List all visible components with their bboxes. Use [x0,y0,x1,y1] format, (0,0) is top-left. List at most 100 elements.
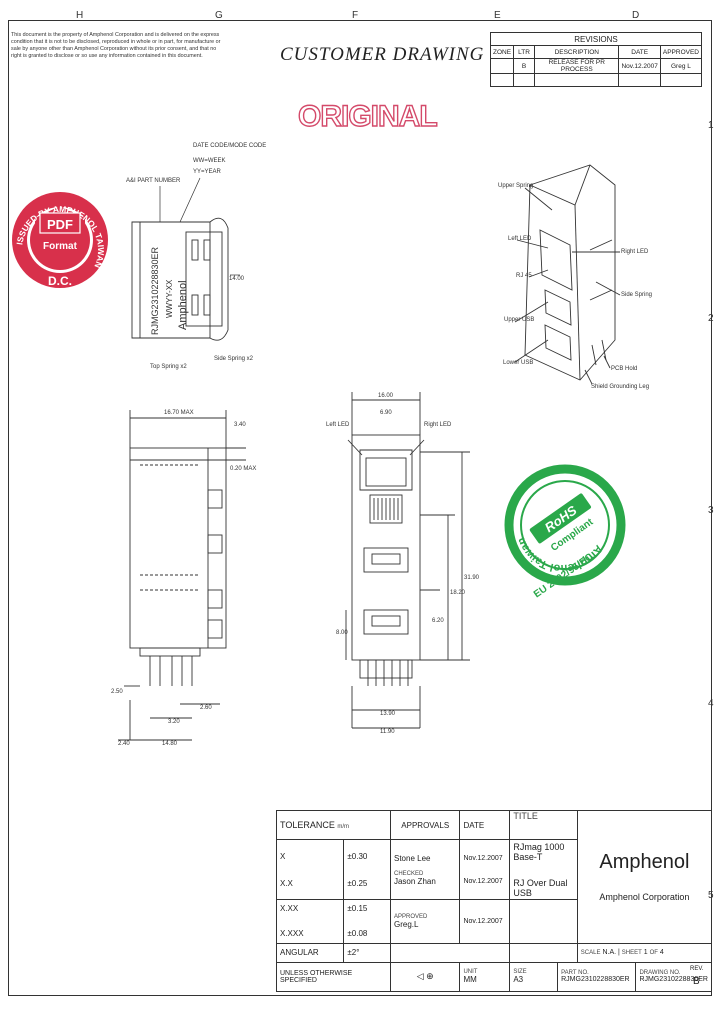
company-logo: Amphenol [599,851,690,874]
dim-pin-width: 13.90 [380,711,396,717]
drawing-no-label: DRAWING NO. [639,970,681,977]
zone-3: 3 [708,505,714,516]
tol-angular-value: ±2° [343,942,391,963]
scale-sheet-cell: SCALE N.A. | SHEET 1 OF 4 [576,942,713,963]
dim-pin-row: 3.20 [168,719,180,725]
unit-value: MM [463,975,477,985]
callout-right-led-front: Right LED [424,422,452,428]
rev-row-date: Nov.12.2007 [618,58,661,74]
rev-label: REV. [690,966,704,972]
callout-side-spring: Side Spring x2 [214,356,254,362]
dim-usb-height: 6.20 [432,618,444,624]
callout-yy: YY=YEAR [193,169,221,175]
dim-led-spacing: 6.90 [380,410,392,416]
callout-left-led: Left LED [508,236,532,242]
callout-upper-spring: Upper Spring [498,183,534,189]
isometric-view [514,164,621,385]
label-part-number: RJMG2310228830ER [150,246,160,335]
zone-h: H [76,10,84,21]
tolerance-unit: m/m [337,824,350,831]
sheet-label: SHEET [621,950,642,957]
title-line-2: RJ Over Dual USB [513,877,568,898]
title-label: TITLE [509,809,578,841]
tol-xxxx-label: X.XXX [280,929,304,939]
unit-label: UNIT [463,969,478,976]
tolerance-label: TOLERANCE [280,820,335,831]
approved-label: APPROVED [393,913,428,920]
callout-date-code: DATE CODE/MODE CODE [193,143,267,149]
side-view [118,410,246,741]
title-block: TOLERANCE m/m APPROVALS DATE TITLE Amphe… [275,809,713,993]
rohs-stamp: Amphenol Taiwan RoHS Compliant EU 2002/9… [504,464,626,600]
tol-xx-value: ±0.25 [347,878,368,888]
tol-angular-label: ANGULAR [275,942,345,963]
label-date-code: WWYY-XX [165,279,174,318]
title-line-1: RJmag 1000 Base-T [513,841,565,862]
zone-2: 2 [708,313,714,324]
front-view [345,392,470,729]
size-label: SIZE [513,969,527,976]
tol-x-value: ±0.30 [347,851,368,861]
drawing-title: CUSTOMER DRAWING [280,44,485,65]
approved-date: Nov.12.2007 [459,898,511,944]
callout-pcb-hold: PCB Hold [611,366,638,372]
stamp-pdf-text: PDF [47,217,73,232]
callout-part-number: A&I PART NUMBER [126,178,181,184]
callout-rj45: RJ 45 [516,273,532,279]
tol-x-label: X [280,851,286,861]
zone-4: 4 [708,698,714,709]
company-cell: Amphenol Amphenol Corporation [576,810,713,944]
callout-ww: WW=WEEK [193,158,226,164]
size-value: A3 [513,975,524,985]
unless-specified: UNLESS OTHERWISE SPECIFIED [276,961,391,993]
dim-rj-height: 18.20 [450,590,466,596]
zone-1: 1 [708,120,714,131]
part-no-label: PART NO. [561,970,589,977]
drawn-by: Stone Lee [393,853,431,863]
tol-xxxx-value: ±0.08 [347,929,368,939]
label-view [131,217,229,341]
tol-xxx-value: ±0.15 [347,904,368,914]
dim-offset: 0.20 MAX [230,466,257,472]
callout-right-led: Right LED [621,249,649,255]
dim-front-width: 16.00 [378,393,394,399]
dim-top-flange: 3.40 [234,422,246,428]
drawing-no: RJMG2310228830ER [639,976,708,984]
zone-g: G [215,10,223,21]
sheet-total: 4 [659,949,664,957]
dim-overall-height: 31.90 [464,575,480,581]
dim-edge: 2.40 [118,741,130,747]
callout-left-led-front: Left LED [326,422,350,428]
callout-side-spring-iso: Side Spring [621,292,653,298]
dim-pin-span: 2.60 [200,705,212,711]
drawing-frame [8,20,712,996]
tolerance-header: TOLERANCE m/m [276,809,391,841]
approved-by: Greg.L [393,919,419,929]
tol-xxx-label: X.XX [280,904,299,914]
rev-value: B [693,976,700,987]
revisions-table: REVISIONS ZONE LTR DESCRIPTION DATE APPR… [489,32,703,87]
date-label: DATE [459,809,511,841]
projection-icon: ◁ ⊕ [416,971,434,982]
zone-e: E [494,10,501,21]
stamp-format-text: Format [43,241,78,252]
checked-date: Nov.12.2007 [463,877,503,885]
projection-symbol-cell: ◁ ⊕ [389,961,461,993]
issued-stamp: ISSUED BY AMPHENOL TAIWAN PDF Format D.C… [12,192,108,288]
dim-pin-pitch: 2.50 [111,689,123,695]
dim-usb-offset: 8.00 [336,630,348,636]
dim-footprint: 11.90 [380,729,395,735]
original-stamp: ORIGINAL [297,99,438,133]
approvals-label: APPROVALS [389,809,461,841]
sheet-value: 1 [643,949,648,957]
zone-f: F [352,10,359,21]
dim-overall-depth: 16.70 MAX [164,410,194,416]
callout-shield: Shield Grounding Leg [591,384,650,390]
callout-upper-usb: Upper USB [504,317,535,323]
sheet-of: OF [649,950,658,957]
dim-pin-total: 14.80 [162,741,178,747]
dim-label-width: 14.00 [229,276,245,282]
scale-value: N.A. [602,949,617,957]
checked-by: Jason Zhan [393,876,436,886]
